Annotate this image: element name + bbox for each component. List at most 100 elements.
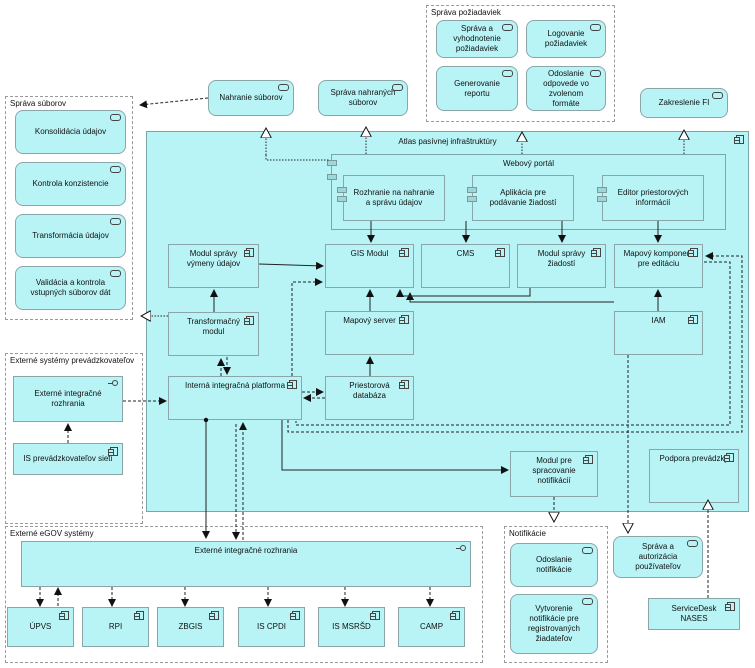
service-sprava-nahranych[interactable]: Správa nahraných súborov <box>318 80 408 116</box>
component-icon <box>734 135 744 144</box>
group-notifikacie: Notifikácie <box>504 526 608 663</box>
gis-modul[interactable]: GIS Modul <box>325 244 414 288</box>
service-zakreslenie-fi[interactable]: Zakreslenie FI <box>640 88 728 118</box>
label: ÚPVS <box>29 622 52 631</box>
mapovy-komponent[interactable]: Mapový komponent pre editáciu <box>614 244 703 288</box>
component-icon <box>688 248 698 257</box>
portal-rozhranie-nahranie[interactable]: Rozhranie na nahranie a správu údajov <box>343 175 445 221</box>
egov-is-msrsd[interactable]: IS MSRŠD <box>318 607 385 647</box>
is-prevadzkovatelov-sieti[interactable]: IS prevádzkovateľov sietí <box>13 443 123 475</box>
service-konsolidacia[interactable]: Konsolidácia údajov <box>15 110 126 154</box>
portal-editor-priestorovych[interactable]: Editor priestorových informácií <box>602 175 704 221</box>
label: ServiceDesk NASES <box>671 604 717 623</box>
transformacny-modul[interactable]: Transformačný modul <box>168 312 259 356</box>
service-icon <box>502 70 513 77</box>
service-icon <box>392 84 403 91</box>
service-odoslanie-notifikacie[interactable]: Odoslanie notifikácie <box>510 543 598 587</box>
label: RPI <box>108 622 123 631</box>
component-icon <box>591 248 601 257</box>
service-icon <box>110 218 121 225</box>
service-vytvorenie-notifikacie[interactable]: Vytvorenie notifikácie pre registrovanýc… <box>510 594 598 654</box>
label: GIS Modul <box>350 249 389 258</box>
group-sprava-suborov: Správa súborov <box>5 96 133 320</box>
group-externe-egov: Externé eGOV systémy <box>5 526 483 663</box>
interna-integracna-platforma[interactable]: Interná integračná platforma <box>168 376 302 420</box>
atlas-title: Atlas pasívnej infraštruktúry <box>398 137 497 146</box>
component-icon <box>688 315 698 324</box>
label: Validácia a kontrola vstupných súborov d… <box>30 278 111 297</box>
service-validacia[interactable]: Validácia a kontrola vstupných súborov d… <box>15 266 126 310</box>
label: Zakreslenie FI <box>658 98 710 107</box>
component-icon <box>399 315 409 324</box>
port <box>327 160 337 166</box>
label: Kontrola konzistencie <box>32 179 109 188</box>
label: Editor priestorových informácií <box>617 188 689 207</box>
interface-icon <box>456 545 466 551</box>
label: Odoslanie notifikácie <box>535 555 573 574</box>
label: Mapový server <box>343 316 396 325</box>
servicedesk-nases[interactable]: ServiceDesk NASES <box>648 598 740 630</box>
ext-integracne-rozhrania[interactable]: Externé integračné rozhrania <box>13 376 123 422</box>
portal-aplikacia-ziadosti[interactable]: Aplikácia pre podávanie žiadostí <box>472 175 574 221</box>
service-kontrola-konzistencie[interactable]: Kontrola konzistencie <box>15 162 126 206</box>
port <box>597 196 607 202</box>
label: Modul správy výmeny údajov <box>186 249 241 268</box>
label: ZBGIS <box>178 622 203 631</box>
component-icon <box>244 316 254 325</box>
group-title: Správa súborov <box>10 99 67 108</box>
port <box>467 187 477 193</box>
label: Rozhranie na nahranie a správu údajov <box>353 188 435 207</box>
label: Logovanie požiadaviek <box>544 29 588 48</box>
component-icon <box>495 248 505 257</box>
component-icon <box>583 455 593 464</box>
service-icon <box>110 270 121 277</box>
component-icon <box>725 602 735 611</box>
component-icon <box>399 380 409 389</box>
label: CMS <box>456 249 475 258</box>
service-nahranie-suborov[interactable]: Nahranie súborov <box>208 80 294 116</box>
label: Odoslanie odpovede vo zvolenom formáte <box>543 68 589 108</box>
service-generovanie-reportu[interactable]: Generovanie reportu <box>436 66 518 111</box>
modul-spravy-ziadosti[interactable]: Modul správy žiadostí <box>517 244 606 288</box>
service-icon <box>502 24 513 31</box>
label: Podpora prevádzky <box>659 454 729 463</box>
service-icon <box>582 547 593 554</box>
egov-is-cpdi[interactable]: IS CPDI <box>238 607 305 647</box>
label: Aplikácia pre podávanie žiadostí <box>489 188 557 207</box>
component-icon <box>244 248 254 257</box>
label: IS CPDI <box>257 622 286 631</box>
mapovy-server[interactable]: Mapový server <box>325 311 414 355</box>
label: Generovanie reportu <box>454 78 500 98</box>
port <box>327 174 337 180</box>
egov-rpi[interactable]: RPI <box>82 607 149 647</box>
iam[interactable]: IAM <box>614 311 703 355</box>
service-sprava-vyhodnotenie[interactable]: Správa a vyhodnotenie požiadaviek <box>436 20 518 58</box>
egov-upvs[interactable]: ÚPVS <box>7 607 74 647</box>
port <box>337 187 347 193</box>
priestorova-databaza[interactable]: Priestorová databáza <box>325 376 414 420</box>
modul-spravy-vymeny[interactable]: Modul správy výmeny údajov <box>168 244 259 288</box>
egov-camp[interactable]: CAMP <box>398 607 465 647</box>
service-transformacia[interactable]: Transformácia údajov <box>15 214 126 258</box>
egov-zbgis[interactable]: ZBGIS <box>157 607 224 647</box>
port <box>467 196 477 202</box>
label: Priestorová databáza <box>349 381 390 400</box>
component-icon <box>108 447 118 456</box>
service-icon <box>590 24 601 31</box>
service-icon <box>110 114 121 121</box>
label: IS prevádzkovateľov sietí <box>23 454 113 463</box>
webovy-portal-title: Webový portál <box>503 159 554 168</box>
component-icon <box>287 380 297 389</box>
egov-integracne-rozhrania[interactable]: Externé integračné rozhrania <box>21 541 471 587</box>
service-logovanie[interactable]: Logovanie požiadaviek <box>526 20 606 58</box>
label: Mapový komponent pre editáciu <box>623 249 694 268</box>
cms[interactable]: CMS <box>421 244 510 288</box>
label: Správa a vyhodnotenie požiadaviek <box>453 24 501 53</box>
service-odoslanie-odpovede[interactable]: Odoslanie odpovede vo zvolenom formáte <box>526 66 606 111</box>
label: CAMP <box>419 622 444 631</box>
service-sprava-autorizacia[interactable]: Správa a autorizácia používateľov <box>613 536 703 578</box>
label: Transformačný modul <box>186 317 241 336</box>
modul-notifikacii[interactable]: Modul pre spracovanie notifikácií <box>510 451 598 497</box>
podpora-prevadzky[interactable]: Podpora prevádzky <box>649 449 739 503</box>
